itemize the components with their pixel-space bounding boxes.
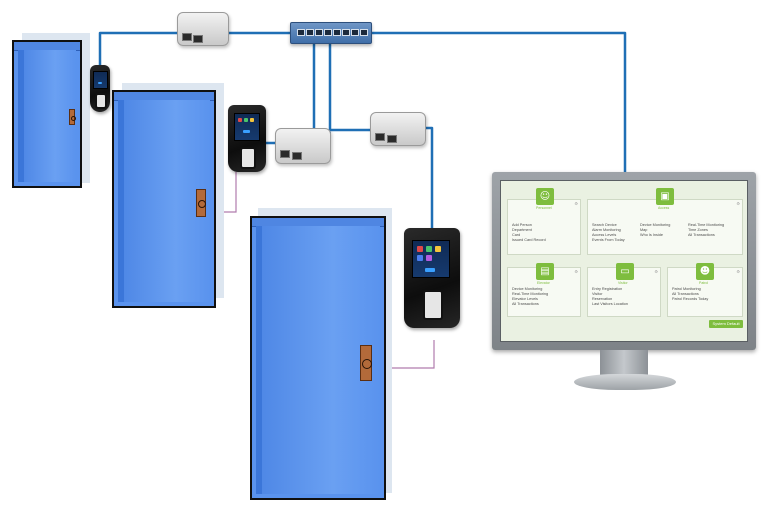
panel-link[interactable]: Map — [640, 228, 648, 232]
user-icon: ☺ — [536, 188, 554, 205]
monitor-stand-base — [574, 374, 676, 390]
cable-poe3-to-terminal3 — [426, 126, 434, 228]
door-3 — [250, 216, 386, 500]
panel-link[interactable]: Elevator Levels — [512, 297, 538, 301]
panel-link[interactable]: Patrol Monitoring — [672, 287, 701, 291]
panel-elevator[interactable]: ▤ Elevator ⚙ Device Monitoring Real-Time… — [507, 263, 581, 317]
door-1-lock — [69, 109, 76, 125]
panel-link[interactable]: Entry Registration — [592, 287, 623, 291]
panel-link[interactable]: Real-Time Monitoring — [688, 223, 725, 227]
guard-icon: ☻ — [696, 263, 714, 280]
panel-link[interactable]: Device Monitoring — [512, 287, 543, 291]
monitor-chart-icon: ▤ — [536, 263, 554, 280]
panel-visitor[interactable]: ▭ Visitor ⚙ Entry Registration Visitor R… — [587, 263, 661, 317]
poe-injector-1 — [177, 12, 229, 46]
panel-link[interactable]: Reservation — [592, 297, 613, 301]
gear-icon[interactable]: ⚙ — [654, 269, 658, 274]
door-2-lock — [196, 189, 206, 217]
monitor-screen: ☺ Personnel ⚙ Add Person Department Card… — [500, 180, 748, 342]
panel-link[interactable]: Issued Card Record — [512, 238, 546, 242]
panel-link[interactable]: Card — [512, 233, 521, 237]
network-switch — [290, 22, 372, 44]
door-2 — [112, 90, 216, 308]
panel-link[interactable]: Add Person — [512, 223, 532, 227]
panel-link[interactable]: Last Visitors Location — [592, 302, 629, 306]
face-terminal-1 — [90, 65, 110, 112]
panel-link[interactable]: All Transactions — [512, 302, 539, 306]
poe-injector-2 — [275, 128, 331, 164]
panel-link[interactable]: Visitor — [592, 292, 603, 296]
cable-terminal1-to-poe1 — [98, 31, 177, 65]
face-terminal-2 — [228, 105, 266, 172]
panel-link[interactable]: Department — [512, 228, 532, 232]
panel-link[interactable]: All Transactions — [688, 233, 715, 237]
panel-link[interactable]: Time Zones — [688, 228, 708, 232]
panel-link[interactable]: Who Is Inside — [640, 233, 664, 237]
panel-link[interactable]: Device Monitoring — [640, 223, 671, 227]
system-default-button[interactable]: System Default — [709, 320, 743, 328]
poe-injector-3 — [370, 112, 426, 146]
panel-link[interactable]: All Transactions — [672, 292, 699, 296]
monitor-stand-neck — [600, 350, 648, 378]
panel-access[interactable]: ▣ Access ⚙ Search Device Alarm Monitorin… — [587, 188, 743, 255]
cable-switch-to-monitor — [372, 31, 627, 172]
lock-icon: ▣ — [656, 188, 674, 205]
panel-elevator-title: Elevator — [537, 281, 550, 285]
panel-personnel[interactable]: ☺ Personnel ⚙ Add Person Department Card… — [507, 188, 581, 255]
panel-access-title: Access — [658, 206, 670, 210]
panel-patrol[interactable]: ☻ Patrol ⚙ Patrol Monitoring All Transac… — [667, 263, 743, 317]
panel-link[interactable]: Events From Today — [592, 238, 625, 242]
id-card-icon: ▭ — [616, 263, 634, 280]
panel-visitor-title: Visitor — [618, 281, 628, 285]
panel-link[interactable]: Real-Time Monitoring — [512, 292, 549, 296]
panel-personnel-title: Personnel — [536, 206, 552, 210]
panel-link[interactable]: Search Device — [592, 223, 617, 227]
panel-link[interactable]: Access Levels — [592, 233, 617, 237]
gear-icon[interactable]: ⚙ — [574, 269, 578, 274]
panel-link[interactable]: Patrol Records Today — [672, 297, 709, 301]
cable-switch-to-poe2 — [312, 44, 331, 135]
panel-link[interactable]: Alarm Monitoring — [592, 228, 621, 232]
door-3-lock — [360, 345, 372, 381]
gear-icon[interactable]: ⚙ — [574, 201, 578, 206]
panel-patrol-title: Patrol — [699, 281, 709, 285]
gear-icon[interactable]: ⚙ — [736, 269, 740, 274]
door-1 — [12, 40, 82, 188]
face-terminal-3 — [404, 228, 460, 328]
cable-switch-to-poe3 — [328, 44, 370, 132]
gear-icon[interactable]: ⚙ — [736, 201, 740, 206]
